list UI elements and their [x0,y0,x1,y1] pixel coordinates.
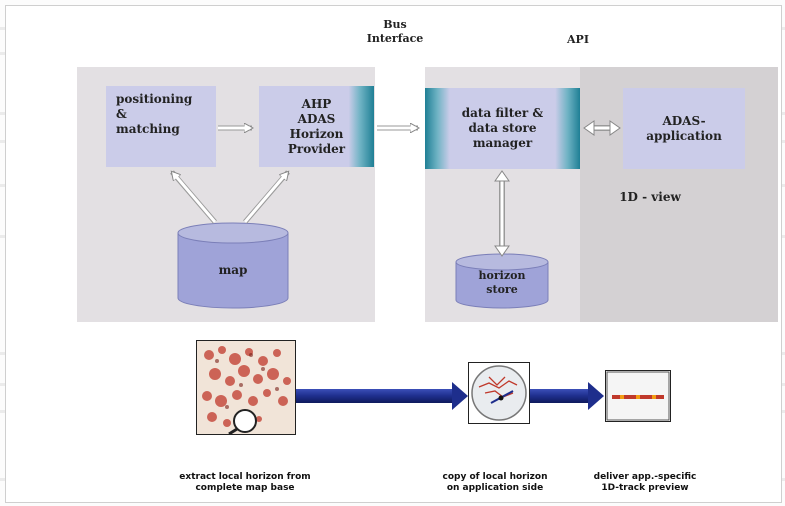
local-horizon-thumbnail [468,362,530,424]
map-cylinder [177,222,289,309]
data-filter-store-manager-box: data filter & data store manager [425,88,580,169]
one-d-view-label: 1D - view [619,190,681,204]
horizon-store-cylinder [455,253,549,309]
magnifier-icon [233,409,257,433]
api-label: API [567,33,589,46]
bus-interface-label: Bus Interface [366,18,424,45]
map-label: map [218,263,248,277]
caption-copy: copy of local horizon on application sid… [442,472,548,493]
caption-deliver: deliver app.-specific 1D-track preview [593,472,697,493]
horizon-store-label: horizon store [478,269,526,296]
positioning-matching-box: positioning & matching [106,86,216,167]
flow-arrows [170,128,418,224]
double-arrows [494,120,621,257]
adas-application-box: ADAS- application [623,88,745,169]
caption-extract: extract local horizon from complete map … [179,472,311,493]
ahp-horizon-provider-box: AHP ADAS Horizon Provider [259,86,374,167]
map-base-thumbnail [196,340,296,435]
track-preview-thumbnail [605,370,671,422]
process-arrows [294,382,604,410]
